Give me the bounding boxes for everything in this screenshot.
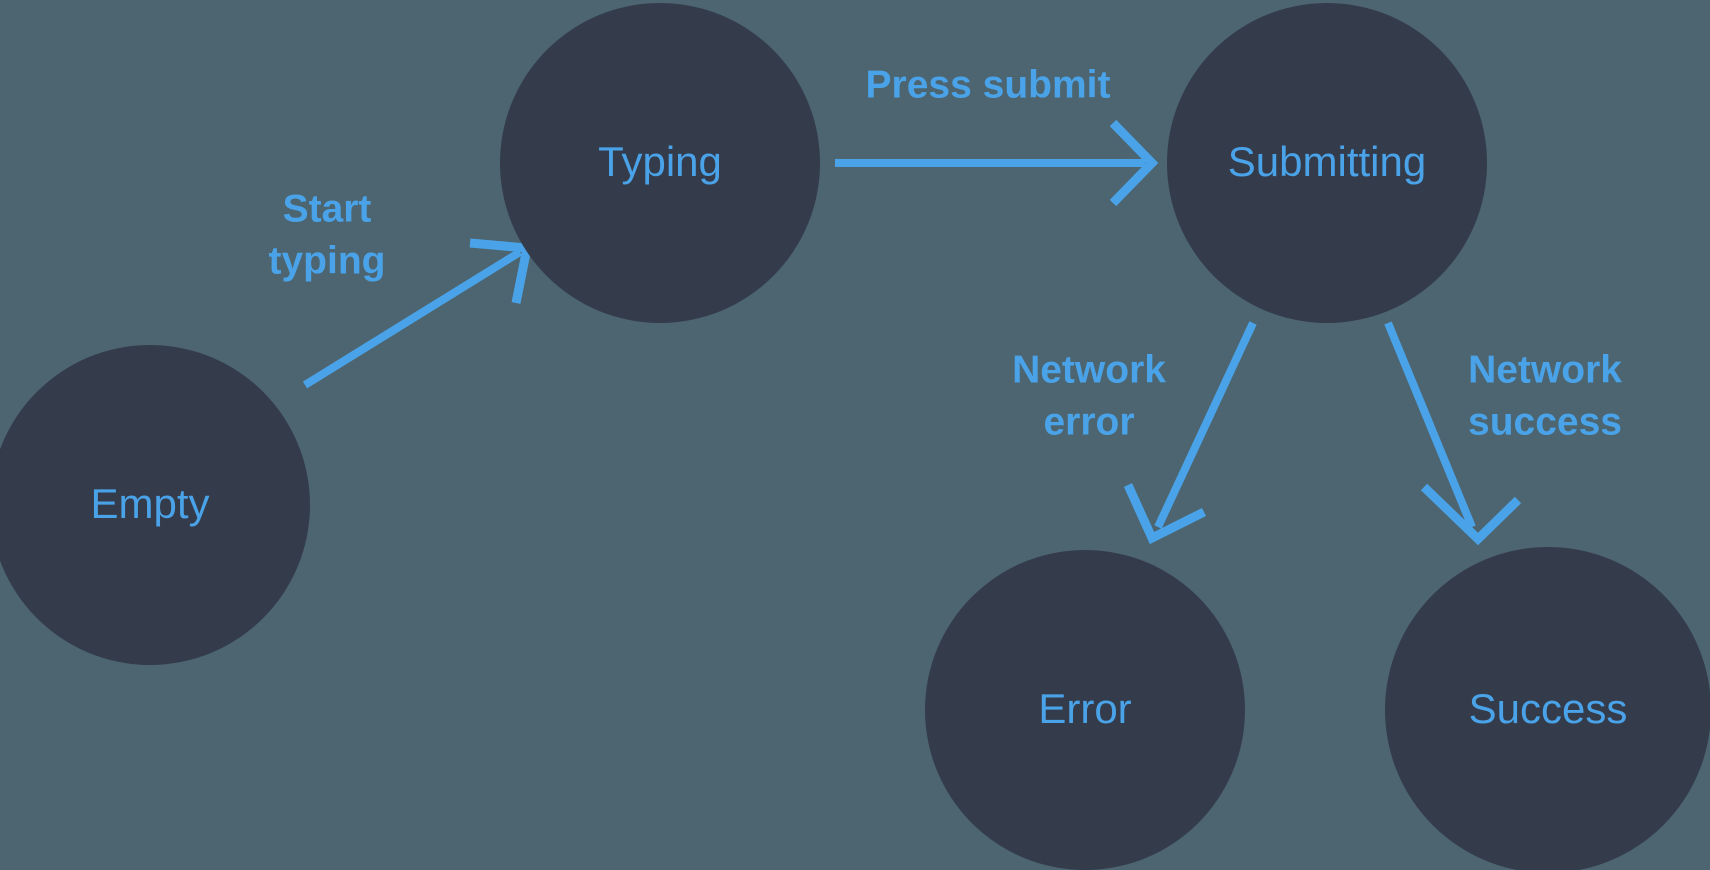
arrowhead-typing-to-submitting xyxy=(1109,119,1159,207)
state-circle-empty[interactable] xyxy=(0,345,310,665)
transition-empty-to-typing: Start typing xyxy=(269,187,533,389)
state-label-empty: Empty xyxy=(90,480,209,527)
transition-typing-to-submitting: Press submit xyxy=(835,63,1159,207)
state-circle-submitting[interactable] xyxy=(1167,3,1487,323)
state-node-error[interactable]: Error xyxy=(925,550,1245,870)
state-circle-success[interactable] xyxy=(1385,547,1710,870)
state-label-error: Error xyxy=(1038,685,1131,732)
arrowhead-submitting-to-success xyxy=(1420,483,1522,546)
transition-label-network-error-line1: Network xyxy=(1012,348,1166,391)
transition-line-submitting-to-error xyxy=(1154,321,1257,529)
state-label-success: Success xyxy=(1469,685,1628,732)
state-circle-typing[interactable] xyxy=(500,3,820,323)
state-circle-error[interactable] xyxy=(925,550,1245,870)
transition-line-empty-to-typing xyxy=(302,248,523,389)
transition-label-network-success-line1: Network xyxy=(1468,348,1622,391)
state-label-typing: Typing xyxy=(598,138,722,185)
state-label-submitting: Submitting xyxy=(1228,138,1426,185)
state-node-submitting[interactable]: Submitting xyxy=(1167,3,1487,323)
transition-submitting-to-success: Network success xyxy=(1384,321,1622,546)
transition-line-submitting-to-success xyxy=(1384,321,1476,529)
transition-label-start-typing-line2: typing xyxy=(269,239,386,282)
transition-label-start-typing-line1: Start xyxy=(283,187,372,230)
state-node-success[interactable]: Success xyxy=(1385,547,1710,870)
transition-label-network-success-line2: success xyxy=(1468,400,1622,443)
transition-submitting-to-error: Network error xyxy=(1012,321,1257,545)
transition-label-press-submit: Press submit xyxy=(866,63,1111,106)
state-node-typing[interactable]: Typing xyxy=(500,3,820,323)
transition-label-network-error-line2: error xyxy=(1043,400,1134,443)
arrowhead-submitting-to-error xyxy=(1123,483,1207,545)
state-node-empty[interactable]: Empty xyxy=(0,345,310,665)
